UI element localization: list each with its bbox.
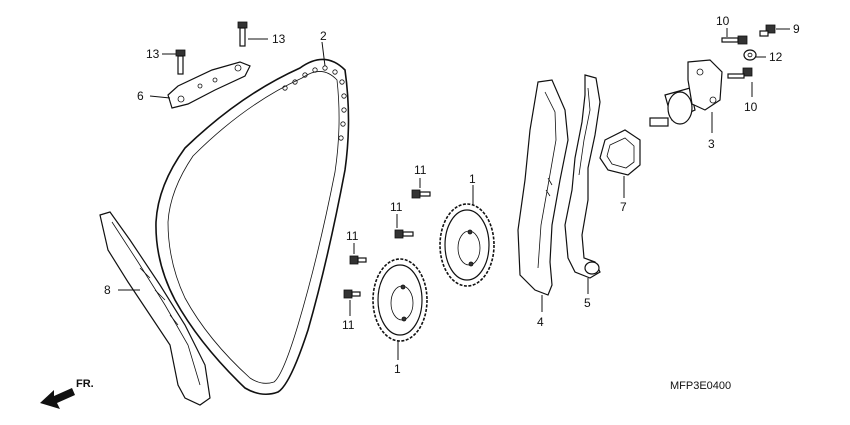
callout-10-upper: 10 (716, 14, 730, 28)
bolt-9 (759, 24, 776, 37)
callout-13-left: 13 (146, 47, 160, 61)
bolt-11-d (343, 289, 361, 299)
bolt-13-right (237, 21, 248, 47)
callout-11-b: 11 (390, 200, 403, 214)
guide-plate (167, 61, 251, 109)
cam-chain (155, 58, 350, 396)
bolt-10-lower (727, 67, 753, 79)
washer-12 (743, 49, 757, 61)
callout-11-a: 11 (414, 163, 427, 177)
cam-sprocket-upper (439, 203, 495, 287)
callout-12: 12 (769, 50, 783, 64)
callout-1-lower: 1 (394, 362, 401, 376)
chain-slipper (99, 211, 211, 406)
callout-6: 6 (137, 89, 144, 103)
callout-3: 3 (708, 137, 715, 151)
callout-7: 7 (620, 200, 627, 214)
diagram-code: MFP3E0400 (670, 380, 731, 392)
callout-9: 9 (793, 22, 800, 36)
direction-label: FR. (76, 378, 94, 390)
bolt-10-upper (721, 35, 748, 45)
bolt-13-left (175, 49, 186, 75)
callout-13-right: 13 (272, 32, 286, 46)
bolt-11-a (411, 189, 431, 199)
bolt-11-b (394, 229, 414, 239)
tensioner-lifter (649, 59, 723, 127)
callout-8: 8 (104, 283, 111, 297)
callout-1-upper: 1 (469, 172, 476, 186)
callout-4: 4 (537, 315, 544, 329)
cam-sprocket-lower (372, 258, 428, 342)
callout-11-d: 11 (342, 318, 355, 332)
bolt-11-c (349, 255, 367, 265)
callout-2: 2 (320, 29, 327, 43)
tensioner-arm (564, 74, 601, 279)
front-arrow-icon (40, 388, 75, 409)
callout-5: 5 (584, 296, 591, 310)
chain-guide (517, 79, 569, 296)
callout-11-c: 11 (346, 229, 359, 243)
tensioner-gasket (599, 129, 641, 176)
callout-10-lower: 10 (744, 100, 758, 114)
